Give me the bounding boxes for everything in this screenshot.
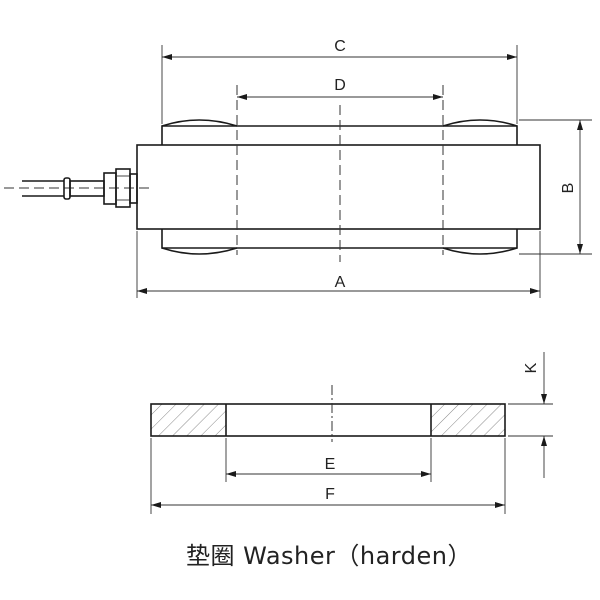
cable-connector	[4, 168, 152, 208]
dimension-label-c: C	[334, 38, 346, 55]
dimension-label-b: B	[560, 183, 577, 194]
load-cell	[4, 85, 541, 262]
dimension-a: A	[136, 231, 541, 298]
dimension-label-a: A	[335, 274, 346, 291]
body	[136, 144, 541, 230]
dimension-label-f: F	[325, 486, 335, 503]
dimension-k: K	[508, 352, 553, 478]
dimension-b: B	[519, 119, 592, 255]
hatch-left	[151, 404, 226, 436]
washer-caption: 垫圈 Washer（harden）	[186, 542, 472, 570]
dimension-label-e: E	[325, 456, 336, 473]
dimension-f: F	[150, 438, 506, 514]
dimension-e: E	[225, 438, 432, 482]
dimension-d: D	[237, 77, 443, 100]
dimension-c: C	[161, 38, 518, 124]
washer-section	[150, 385, 506, 442]
hatch-right	[431, 404, 505, 436]
dimension-label-k: K	[523, 362, 540, 373]
dimension-label-d: D	[334, 77, 346, 94]
